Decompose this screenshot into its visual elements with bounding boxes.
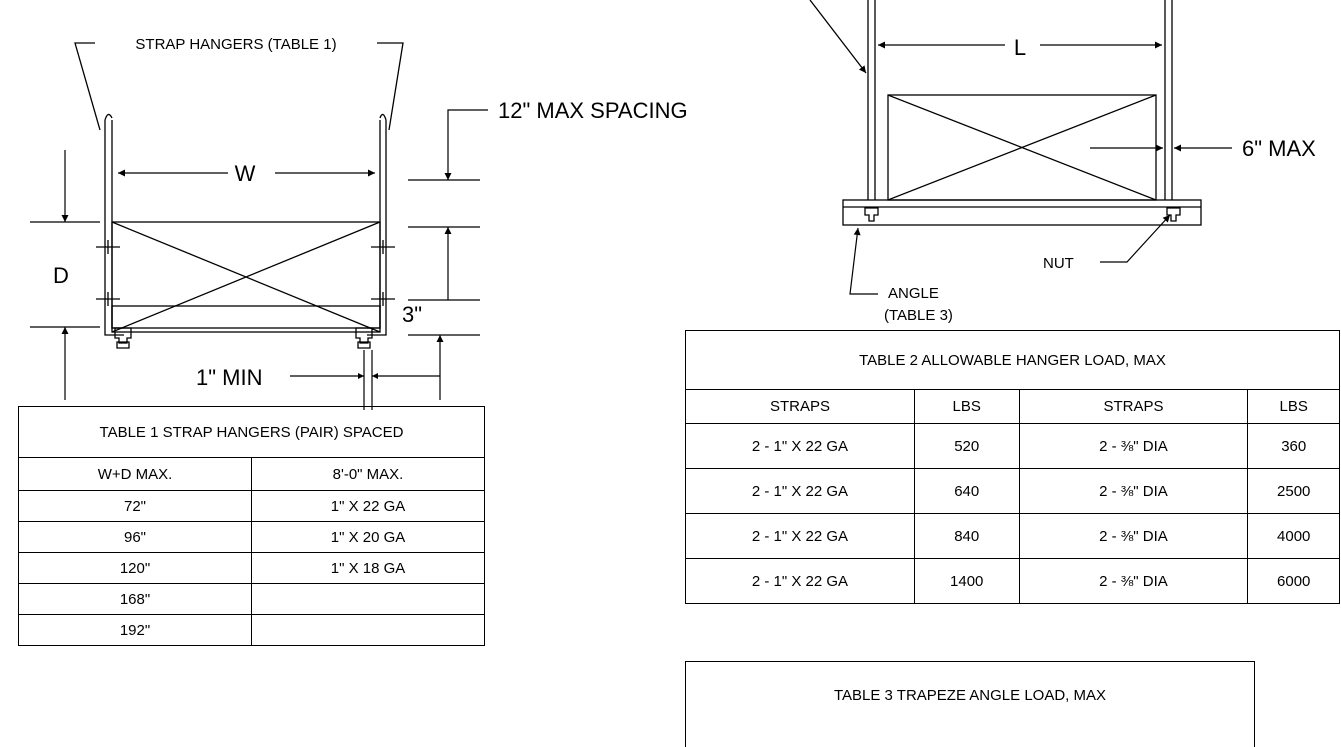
table-cell: 520: [914, 424, 1019, 469]
length-label: L: [1014, 35, 1026, 60]
table-row: 72" 1" X 22 GA: [19, 491, 485, 522]
angle-label-line1: ANGLE: [888, 285, 939, 302]
table-cell: 1" X 22 GA: [252, 491, 485, 522]
table-cell: 2 - ⅜" DIA: [1019, 469, 1248, 514]
table-cell: [252, 584, 485, 615]
table-cell: 2 - ⅜" DIA: [1019, 559, 1248, 604]
table-cell: 4000: [1248, 514, 1340, 559]
six-max-label: 6" MAX: [1242, 136, 1316, 161]
table-cell: 96": [19, 522, 252, 553]
table-cell: 2 - ⅜" DIA: [1019, 514, 1248, 559]
trapeze-angle: [843, 200, 1201, 225]
table-row: 192": [19, 615, 485, 646]
table-row: 96" 1" X 20 GA: [19, 522, 485, 553]
table-2-header: STRAPS: [686, 390, 915, 424]
width-label: W: [235, 161, 256, 186]
max-spacing-label: 12" MAX SPACING: [498, 98, 688, 123]
table-1-header: 8'-0" MAX.: [252, 458, 485, 491]
strap-label-leader-left: [75, 43, 100, 130]
table-row: 2 - 1" X 22 GA 520 2 - ⅜" DIA 360: [686, 424, 1340, 469]
table-2-header: STRAPS: [1019, 390, 1248, 424]
table-row: 2 - 1" X 22 GA 840 2 - ⅜" DIA 4000: [686, 514, 1340, 559]
table-row: 120" 1" X 18 GA: [19, 553, 485, 584]
trapeze-hanger-detail: [810, 0, 1201, 225]
three-inch-label: 3": [402, 302, 422, 327]
table-cell: 2500: [1248, 469, 1340, 514]
duct-rectangle: [112, 306, 380, 328]
table-row: 2 - 1" X 22 GA 1400 2 - ⅜" DIA 6000: [686, 559, 1340, 604]
left-detail-labels: STRAP HANGERS (TABLE 1) 12" MAX SPACING …: [53, 36, 688, 390]
table-cell: 72": [19, 491, 252, 522]
table-cell: 192": [19, 615, 252, 646]
strap-hanger-detail: [75, 43, 403, 348]
table-1-strap-hangers: TABLE 1 STRAP HANGERS (PAIR) SPACED W+D …: [18, 406, 485, 646]
table-cell: 360: [1248, 424, 1340, 469]
table-cell: 840: [914, 514, 1019, 559]
table-2-title: TABLE 2 ALLOWABLE HANGER LOAD, MAX: [686, 331, 1340, 390]
table-cell: 2 - ⅜" DIA: [1019, 424, 1248, 469]
table-cell: 2 - 1" X 22 GA: [686, 559, 915, 604]
table-2-header: LBS: [1248, 390, 1340, 424]
table-1-title: TABLE 1 STRAP HANGERS (PAIR) SPACED: [19, 407, 485, 458]
table-cell: 1" X 18 GA: [252, 553, 485, 584]
right-detail-labels: L 6" MAX NUT ANGLE (TABLE 3): [884, 35, 1316, 324]
table-cell: 2 - 1" X 22 GA: [686, 514, 915, 559]
table-cell: 2 - 1" X 22 GA: [686, 469, 915, 514]
table-row: 2 - 1" X 22 GA 640 2 - ⅜" DIA 2500: [686, 469, 1340, 514]
table-row: 168": [19, 584, 485, 615]
angle-label-line2: (TABLE 3): [884, 307, 953, 324]
table-2-header: LBS: [914, 390, 1019, 424]
table-cell: 168": [19, 584, 252, 615]
table-cell: 1" X 20 GA: [252, 522, 485, 553]
table-2-hanger-load: TABLE 2 ALLOWABLE HANGER LOAD, MAX STRAP…: [685, 330, 1340, 604]
table-cell: 640: [914, 469, 1019, 514]
table-cell: 120": [19, 553, 252, 584]
table-cell: 2 - 1" X 22 GA: [686, 424, 915, 469]
table-3-trapeze-angle-load: TABLE 3 TRAPEZE ANGLE LOAD, MAX: [685, 661, 1255, 747]
table-1-header: W+D MAX.: [19, 458, 252, 491]
depth-label: D: [53, 263, 69, 288]
table-cell: 1400: [914, 559, 1019, 604]
strap-hangers-label: STRAP HANGERS (TABLE 1): [135, 36, 336, 53]
table-3-title: TABLE 3 TRAPEZE ANGLE LOAD, MAX: [686, 662, 1255, 747]
nut-label: NUT: [1043, 255, 1074, 272]
one-inch-min-label: 1" MIN: [196, 365, 262, 390]
table-cell: [252, 615, 485, 646]
table-cell: 6000: [1248, 559, 1340, 604]
